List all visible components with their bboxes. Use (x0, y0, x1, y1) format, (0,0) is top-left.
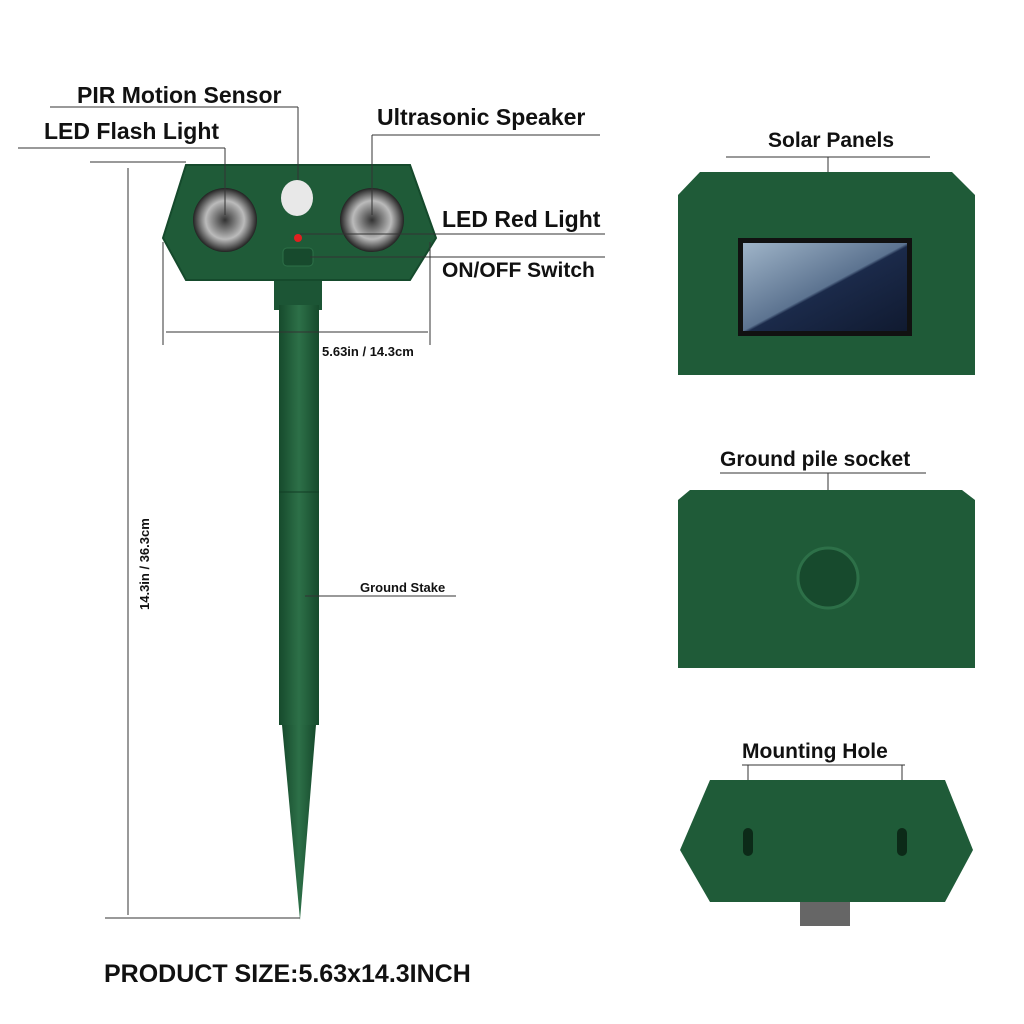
led-red-label: LED Red Light (442, 206, 601, 232)
pir-sensor-icon (281, 180, 313, 216)
socket-hole-icon (796, 546, 860, 610)
ground-socket-view (678, 490, 975, 668)
mounting-hole-view (680, 780, 973, 926)
leader-lines (18, 106, 930, 919)
led-red-light-icon (294, 234, 302, 242)
pir-sensor-label: PIR Motion Sensor (77, 82, 282, 108)
led-flash-label: LED Flash Light (44, 118, 220, 144)
ground-stake-label: Ground Stake (360, 580, 446, 595)
ground-pile-socket-label: Ground pile socket (720, 448, 911, 471)
on-off-switch-icon (282, 247, 314, 267)
product-size-caption: PRODUCT SIZE:5.63x14.3INCH (104, 960, 471, 988)
mounting-hole-label: Mounting Hole (742, 740, 888, 763)
led-flash-light-icon (193, 188, 257, 252)
solar-panel-view (678, 172, 975, 375)
on-off-switch-label: ON/OFF Switch (442, 259, 595, 282)
ultrasonic-speaker-icon (340, 188, 404, 252)
front-view-device (161, 164, 438, 920)
solar-panels-label: Solar Panels (768, 129, 895, 152)
width-dimension: 5.63in / 14.3cm (322, 344, 414, 359)
ultrasonic-speaker-label: Ultrasonic Speaker (377, 104, 586, 130)
mounting-hole-icon (897, 828, 907, 856)
height-dimension: 14.3in / 36.3cm (137, 518, 152, 610)
mounting-hole-icon (743, 828, 753, 856)
solar-panel-icon (743, 243, 907, 331)
